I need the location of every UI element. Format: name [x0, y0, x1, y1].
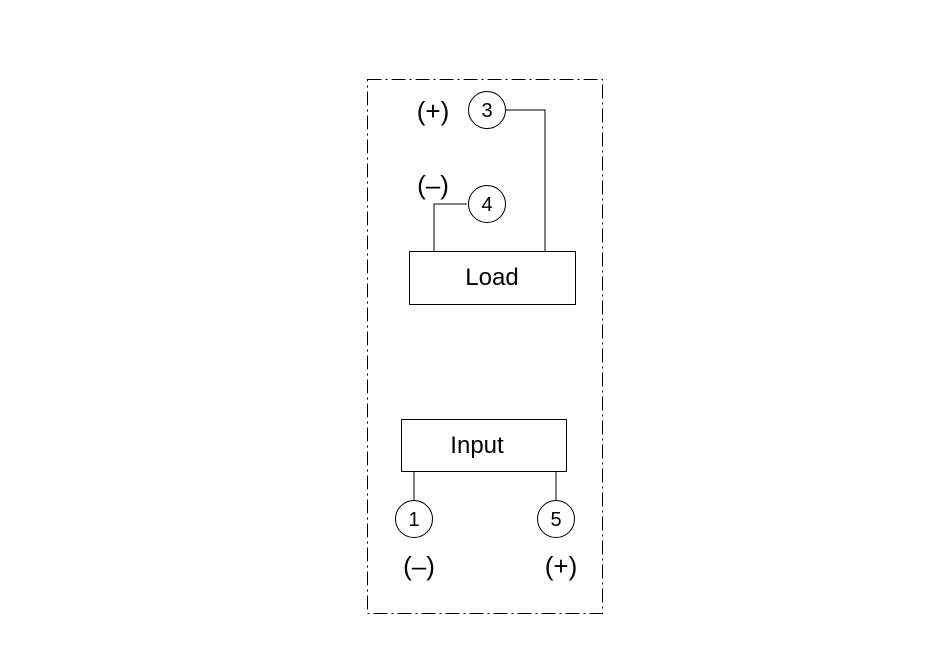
- wire-terminal-3-to-load: [505, 109, 546, 251]
- terminal-5-polarity: (+): [545, 551, 578, 581]
- terminal-1-number: 1: [408, 509, 419, 531]
- input-label: Input: [450, 432, 504, 459]
- terminal-4: [468, 185, 506, 223]
- terminal-3: [468, 91, 506, 129]
- terminal-4-number: 4: [481, 194, 492, 216]
- input-box: [401, 419, 567, 472]
- terminal-4-polarity: (–): [417, 170, 449, 200]
- terminal-1: [395, 500, 433, 538]
- wire-terminal-4-to-load: [433, 203, 467, 251]
- load-box: [409, 251, 576, 305]
- load-label: Load: [465, 264, 518, 291]
- terminal-3-polarity: (+): [417, 96, 450, 126]
- terminal-5-number: 5: [550, 509, 561, 531]
- terminal-5: [537, 500, 575, 538]
- terminal-3-number: 3: [481, 100, 492, 122]
- terminal-1-polarity: (–): [403, 551, 435, 581]
